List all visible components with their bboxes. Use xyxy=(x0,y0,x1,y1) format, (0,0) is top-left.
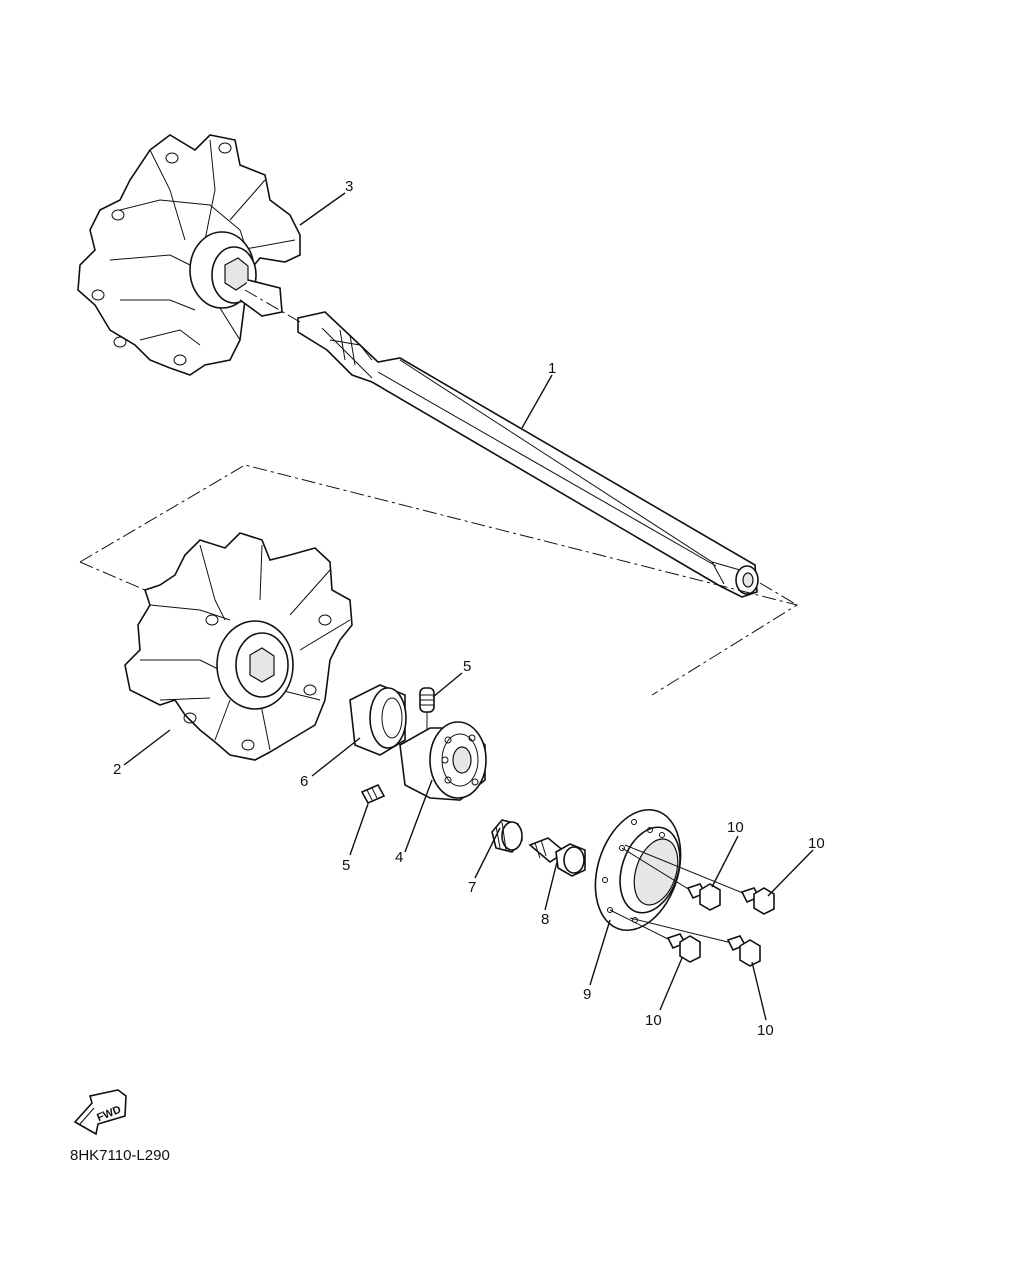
leader-lines xyxy=(123,192,814,1021)
fwd-arrow-icon: FWD xyxy=(73,1089,127,1136)
callout-bolt: 8 xyxy=(541,911,549,928)
callout-plate: 9 xyxy=(583,986,591,1003)
axis-line-lower xyxy=(79,561,798,606)
sprocket-upper xyxy=(77,134,301,376)
pin-lower xyxy=(360,783,386,805)
sprocket-lower xyxy=(124,532,353,761)
collar xyxy=(349,684,407,756)
screw-b xyxy=(740,887,775,915)
callout-pin-upper: 5 xyxy=(463,658,471,675)
callout-sprocket-upper: 3 xyxy=(345,178,353,195)
assembly-plane-outline xyxy=(79,464,799,696)
callout-screw-c: 10 xyxy=(645,1012,662,1029)
callout-shaft: 1 xyxy=(548,360,556,377)
pin-upper xyxy=(419,687,435,734)
screw-a xyxy=(686,883,721,911)
bolt xyxy=(528,837,586,877)
callout-spacer: 7 xyxy=(468,879,476,896)
screw-c xyxy=(666,933,701,963)
drive-shaft xyxy=(244,289,759,598)
callout-collar: 6 xyxy=(300,773,308,790)
drawing-code: 8HK7110-L290 xyxy=(70,1147,170,1164)
callout-screw-b: 10 xyxy=(808,835,825,852)
bearing xyxy=(399,721,487,801)
callout-sprocket-lower: 2 xyxy=(113,761,121,778)
plate xyxy=(594,808,761,946)
callout-screw-a: 10 xyxy=(727,819,744,836)
screw-d xyxy=(726,935,761,967)
callout-bearing: 4 xyxy=(395,849,403,866)
callout-screw-d: 10 xyxy=(757,1022,774,1039)
callout-pin-lower: 5 xyxy=(342,857,350,874)
